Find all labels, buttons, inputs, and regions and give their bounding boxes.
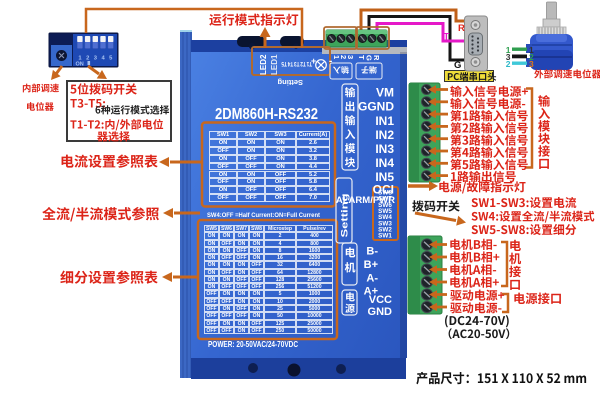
svg-text:SW3: SW3 — [378, 220, 392, 227]
svg-text:G: G — [365, 55, 374, 61]
svg-text:VM: VM — [376, 86, 394, 100]
svg-text:SW1: SW1 — [378, 233, 392, 240]
svg-text:A-: A- — [366, 273, 378, 285]
svg-text:3: 3 — [529, 59, 534, 69]
svg-text:2DM860H-RS232: 2DM860H-RS232 — [215, 106, 318, 123]
svg-text:IN1: IN1 — [375, 114, 394, 128]
svg-text:SW2: SW2 — [378, 226, 392, 233]
svg-text:3: 3 — [94, 56, 98, 62]
svg-text:G: G — [454, 60, 461, 71]
svg-text:SW6: SW6 — [378, 202, 392, 209]
svg-text:3: 3 — [506, 52, 511, 62]
svg-text:2: 2 — [529, 52, 534, 62]
svg-text:ON: ON — [76, 62, 84, 68]
svg-text:SW5: SW5 — [378, 208, 392, 215]
svg-text:B+: B+ — [364, 259, 378, 271]
svg-text:T4: T4 — [287, 60, 293, 67]
svg-text:IN5: IN5 — [375, 170, 394, 184]
svg-text:T2: T2 — [300, 60, 306, 67]
svg-text:3: 3 — [346, 55, 355, 59]
svg-text:Setting: Setting — [277, 78, 303, 87]
svg-text:1: 1 — [78, 56, 82, 62]
svg-text:SW4:OFF =Half Current:ON=Full: SW4:OFF =Half Current:ON=Full Current — [207, 212, 321, 219]
svg-text:LED1: LED1 — [270, 54, 279, 75]
svg-text:SW4: SW4 — [378, 214, 392, 221]
svg-text:GND: GND — [368, 306, 393, 318]
svg-text:SW8: SW8 — [378, 190, 392, 197]
svg-text:IN3: IN3 — [375, 142, 394, 156]
svg-text:5: 5 — [109, 56, 113, 62]
svg-text:1: 1 — [529, 45, 534, 55]
svg-text:SW7: SW7 — [378, 196, 392, 203]
svg-text:IN2: IN2 — [375, 128, 394, 142]
svg-text:T3: T3 — [294, 60, 300, 67]
svg-text:LED2: LED2 — [259, 54, 268, 75]
svg-text:B-: B- — [366, 246, 378, 258]
svg-text:1: 1 — [506, 45, 511, 55]
svg-text:R: R — [372, 55, 381, 61]
svg-text:VCC: VCC — [369, 294, 392, 306]
svg-text:1: 1 — [332, 55, 341, 59]
svg-text:T: T — [444, 32, 450, 43]
svg-text:ALARM/PWR: ALARM/PWR — [336, 195, 395, 206]
svg-text:OCI: OCI — [373, 183, 394, 197]
svg-text:-: - — [329, 56, 332, 67]
svg-text:2: 2 — [506, 59, 511, 69]
svg-text:2: 2 — [86, 56, 89, 62]
svg-text:POWER: 20-50VAC/24-70VDC: POWER: 20-50VAC/24-70VDC — [208, 339, 298, 349]
svg-text:+: + — [311, 56, 316, 66]
svg-text:T5: T5 — [281, 60, 287, 67]
svg-text:Setting: Setting — [340, 194, 350, 238]
svg-text:IN4: IN4 — [375, 156, 394, 170]
svg-text:GGND: GGND — [358, 100, 394, 114]
svg-text:2: 2 — [339, 55, 348, 59]
svg-text:4: 4 — [101, 56, 105, 62]
svg-text:T: T — [357, 55, 366, 60]
svg-text:T1: T1 — [306, 60, 312, 67]
svg-text:R: R — [458, 23, 465, 34]
svg-text:A+: A+ — [364, 286, 378, 298]
